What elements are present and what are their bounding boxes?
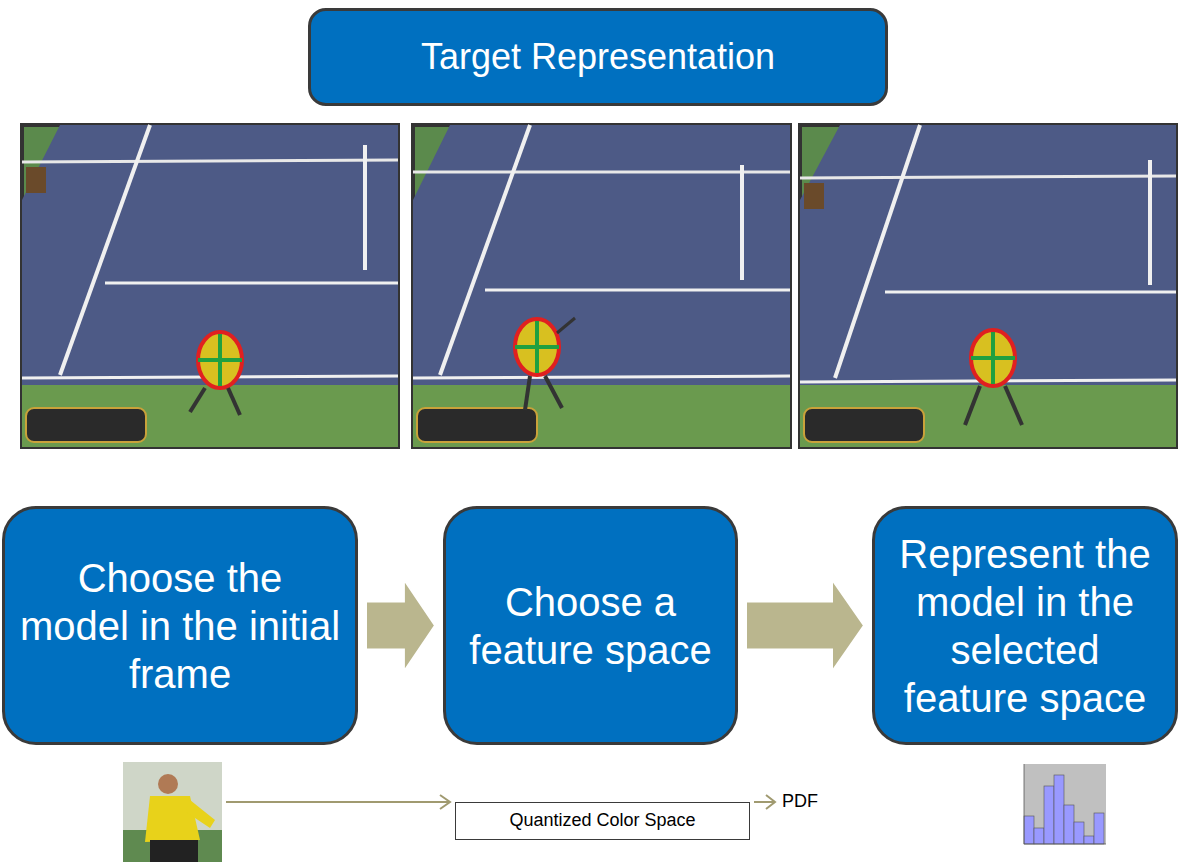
- video-frame: [413, 125, 790, 447]
- block-arrow: [366, 580, 435, 672]
- video-frame: [22, 125, 398, 447]
- block-arrow: [746, 580, 864, 672]
- box-text: Represent the model in the selected feat…: [889, 530, 1161, 722]
- box-text: Choose the model in the initial frame: [19, 554, 341, 698]
- box-text: Choose a feature space: [460, 578, 721, 674]
- box-text: Target Representation: [421, 35, 775, 78]
- histogram-chart: [1012, 760, 1108, 858]
- video-frame: [800, 125, 1176, 447]
- box-text: Quantized Color Space: [509, 810, 695, 832]
- process-box: Choose a feature space: [443, 506, 738, 745]
- process-box: Represent the model in the selected feat…: [872, 506, 1178, 745]
- player-thumbnail: [123, 762, 222, 862]
- feature-box: Quantized Color Space: [455, 802, 750, 840]
- process-box: Choose the model in the initial frame: [2, 506, 358, 745]
- title-box: Target Representation: [308, 8, 888, 106]
- output-label: PDF: [782, 791, 818, 812]
